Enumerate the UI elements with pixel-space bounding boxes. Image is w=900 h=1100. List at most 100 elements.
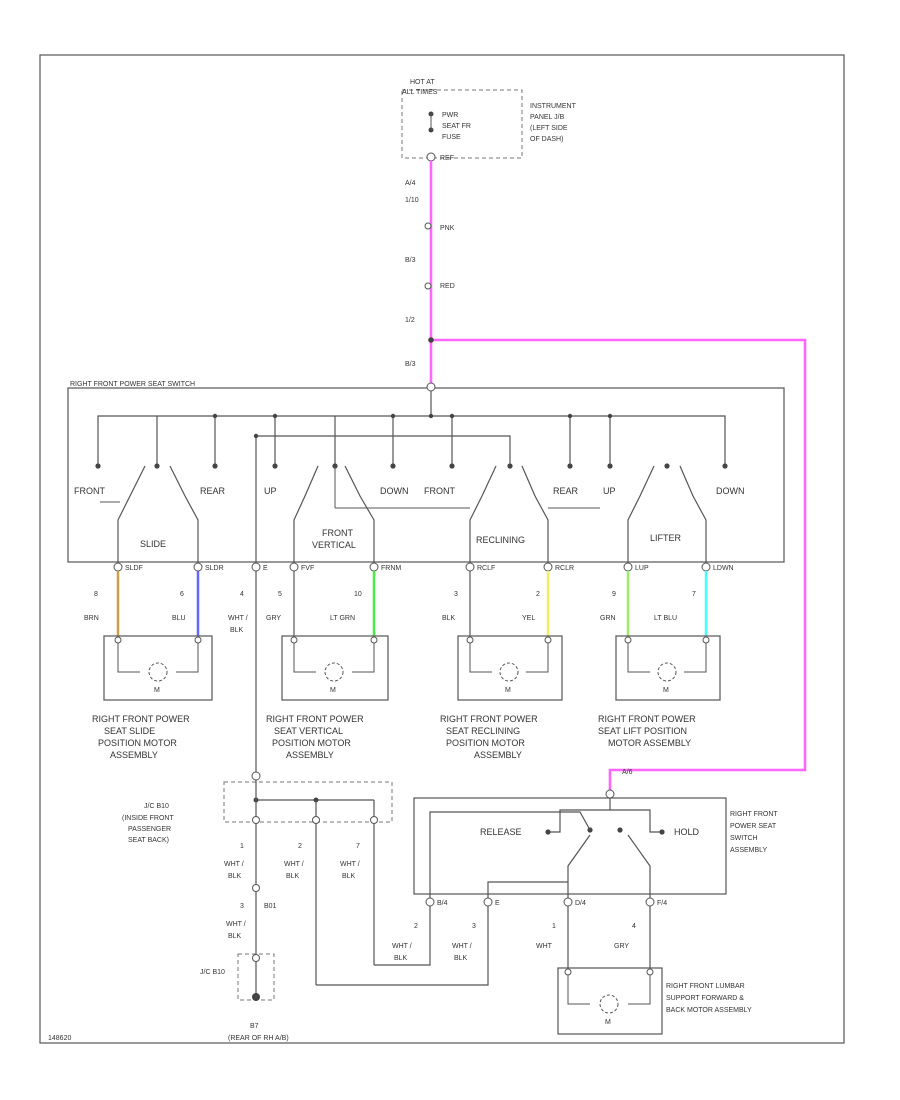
lumbar-switch: A/6 RELEASE HOLD RIGHT FRONT POWER SEAT … bbox=[316, 769, 778, 986]
lumbar-pin-d: D/4 bbox=[575, 900, 586, 907]
pin-lup: LUP bbox=[635, 565, 649, 572]
power-supply: HOT AT ALL TIMES PWR SEAT FR FUSE REF IN… bbox=[401, 79, 807, 790]
wire-color-lt-blu: LT BLU bbox=[654, 615, 677, 622]
conn-pin-1 bbox=[424, 222, 432, 230]
wire-ref-a: A/4 bbox=[405, 180, 416, 187]
wire-num-4: 4 bbox=[240, 591, 244, 598]
motor-lifter-letter: M bbox=[663, 687, 669, 694]
lumbar-pin-b: B/4 bbox=[437, 900, 448, 907]
diagram-frame bbox=[39, 54, 845, 1044]
lumbar-switch-label-1: RIGHT FRONT bbox=[730, 811, 778, 818]
wire-color-wht-blk-1: WHT / bbox=[228, 615, 248, 622]
jc-wire-blk-1: BLK bbox=[228, 873, 242, 880]
motor-vertical-label-1: RIGHT FRONT POWER bbox=[266, 714, 364, 724]
wire-num-10: 10 bbox=[354, 591, 362, 598]
jc-label-1: J/C B10 bbox=[144, 803, 169, 810]
pin-fvf: FVF bbox=[301, 565, 314, 572]
pin-sldf: SLDF bbox=[125, 565, 143, 572]
pin-rclr: RCLR bbox=[555, 565, 574, 572]
motor-reclining-label-1: RIGHT FRONT POWER bbox=[440, 714, 538, 724]
lumbar-wire-blk-2: BLK bbox=[454, 955, 468, 962]
all-times-label: ALL TIMES bbox=[402, 89, 438, 96]
pink-branch-wire bbox=[431, 338, 807, 790]
pin-e: E bbox=[263, 565, 268, 572]
switch-output-pins bbox=[113, 562, 711, 572]
vertical-up-label: UP bbox=[264, 486, 277, 496]
main-seat-switch: RIGHT FRONT POWER SEAT SWITCH FRONT bbox=[67, 381, 785, 572]
wire-num-5: 5 bbox=[278, 591, 282, 598]
panel-label-4: OF DASH) bbox=[530, 136, 563, 143]
motor-lifter-label-2: SEAT LIFT POSITION bbox=[598, 726, 687, 736]
wire-color-lt-grn: LT GRN bbox=[330, 615, 355, 622]
wire-ref-c: B/3 bbox=[405, 257, 416, 264]
motor-reclining-label-3: POSITION MOTOR bbox=[446, 738, 525, 748]
wire-num-2: 2 bbox=[536, 591, 540, 598]
main-switch-box bbox=[67, 387, 785, 563]
lumbar-pin-f: F/4 bbox=[657, 900, 667, 907]
lumbar-num-4: 4 bbox=[632, 923, 636, 930]
motor-vertical-label-3: POSITION MOTOR bbox=[272, 738, 351, 748]
front-vertical-label-1: FRONT bbox=[322, 528, 353, 538]
recline-rear-label: REAR bbox=[553, 486, 579, 496]
jc-label-2: (INSIDE FRONT bbox=[122, 815, 174, 822]
instrument-panel-jb-box bbox=[401, 89, 523, 159]
motor-lumbar: M RIGHT FRONT LUMBAR SUPPORT FORWARD & B… bbox=[557, 967, 752, 1035]
wire-ref-e: B/3 bbox=[405, 361, 416, 368]
lumbar-num-1: 1 bbox=[552, 923, 556, 930]
hold-label: HOLD bbox=[674, 827, 700, 837]
wire-color-blu: BLU bbox=[172, 615, 186, 622]
motor-slide-label-4: ASSEMBLY bbox=[110, 750, 158, 760]
motor-vertical-label-2: SEAT VERTICAL bbox=[274, 726, 343, 736]
vertical-down-label: DOWN bbox=[380, 486, 409, 496]
motor-reclining-label-4: ASSEMBLY bbox=[474, 750, 522, 760]
b01-label: B01 bbox=[264, 903, 277, 910]
conn-label-1: PNK bbox=[440, 225, 455, 232]
wire-color-gry: GRY bbox=[266, 615, 281, 622]
lumbar-wire-wht: WHT bbox=[536, 943, 553, 950]
lumbar-feed-label: A/6 bbox=[622, 769, 633, 776]
wire-num-8: 8 bbox=[94, 591, 98, 598]
lifter-up-label: UP bbox=[603, 486, 616, 496]
motor-lumbar-letter: M bbox=[605, 1019, 611, 1026]
motor-reclining-label-2: SEAT RECLINING bbox=[446, 726, 520, 736]
wire-color-blk: BLK bbox=[442, 615, 456, 622]
motor-wires: 8 6 4 5 10 3 2 9 7 BRN BLU WHT / BLK GRY… bbox=[84, 571, 708, 772]
motor-slide-label-2: SEAT SLIDE bbox=[104, 726, 155, 736]
lumbar-pin-e: E bbox=[495, 900, 500, 907]
wire-color-brn: BRN bbox=[84, 615, 99, 622]
panel-label-1: INSTRUMENT bbox=[530, 103, 577, 110]
motor-lumbar-label-2: SUPPORT FORWARD & bbox=[666, 995, 744, 1002]
wire-num-3: 3 bbox=[454, 591, 458, 598]
panel-label-2: PANEL J/B bbox=[530, 114, 565, 121]
jc-wire-wht-1: WHT / bbox=[224, 861, 244, 868]
wire-ref-d: 1/2 bbox=[405, 317, 415, 324]
slide-front-label: FRONT bbox=[74, 486, 105, 496]
jc-label-4: SEAT BACK) bbox=[128, 837, 169, 844]
wire-num-7: 7 bbox=[692, 591, 696, 598]
lumbar-switch-label-4: ASSEMBLY bbox=[730, 847, 768, 854]
lumbar-switch-label-2: POWER SEAT bbox=[730, 823, 777, 830]
wire-color-grn: GRN bbox=[600, 615, 616, 622]
front-vertical-label-2: VERTICAL bbox=[312, 540, 356, 550]
junction-connector: J/C B10 (INSIDE FRONT PASSENGER SEAT BAC… bbox=[48, 771, 393, 1042]
lumbar-wire-wht-2: WHT / bbox=[452, 943, 472, 950]
ground-point bbox=[252, 993, 260, 1001]
wire-num-9: 9 bbox=[612, 591, 616, 598]
motor-lifter: M RIGHT FRONT POWER SEAT LIFT POSITION M… bbox=[598, 635, 721, 748]
motor-reclining-letter: M bbox=[505, 687, 511, 694]
pin-rclf: RCLF bbox=[477, 565, 495, 572]
motor-slide-letter: M bbox=[154, 687, 160, 694]
switch-power-pin bbox=[426, 382, 436, 392]
fuse-label-3: FUSE bbox=[442, 134, 461, 141]
jc-b10-label: J/C B10 bbox=[200, 969, 225, 976]
wire-color-yel: YEL bbox=[522, 615, 535, 622]
motor-vertical: M RIGHT FRONT POWER SEAT VERTICAL POSITI… bbox=[266, 635, 389, 760]
ground-wire-blk: BLK bbox=[228, 933, 242, 940]
hot-at-label: HOT AT bbox=[410, 79, 435, 86]
lifter-down-label: DOWN bbox=[716, 486, 745, 496]
slide-label: SLIDE bbox=[140, 539, 166, 549]
recline-front-label: FRONT bbox=[424, 486, 455, 496]
jc-pin-2: 2 bbox=[298, 843, 302, 850]
fuse-pin-label: REF bbox=[440, 155, 454, 162]
